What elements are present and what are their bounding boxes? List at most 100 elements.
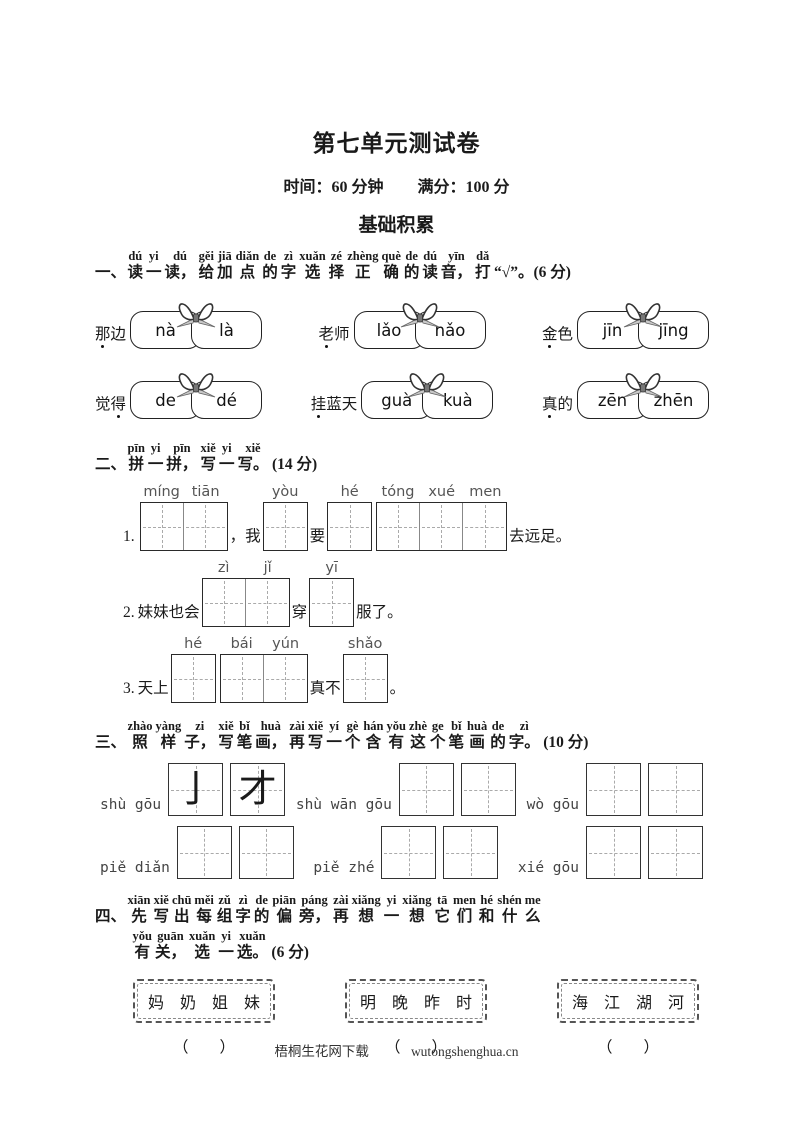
pinyin-text: zhào xyxy=(127,719,153,733)
stroke-grid-cell xyxy=(586,826,641,879)
q4-chars: 妈 奶 姐 妹 xyxy=(137,983,272,1019)
hanzi-text: 先 xyxy=(131,908,147,925)
stroke-grid-cell xyxy=(443,826,499,879)
sentence-text: 。 xyxy=(389,680,406,697)
hanzi-text: 写。 xyxy=(237,456,269,473)
hanzi-text: 组 xyxy=(216,908,233,925)
hanzi-text: 笔 xyxy=(236,734,253,751)
butterfly-icon xyxy=(620,367,666,401)
choice-right-pinyin: dé xyxy=(216,390,237,410)
stroke-grid-cell xyxy=(460,763,516,816)
grid-cell xyxy=(141,503,184,550)
hanzi-text: 点 xyxy=(239,264,256,281)
hanzi-text: 偏 xyxy=(276,908,292,925)
sentence-number: 1. xyxy=(123,528,135,545)
pinyin-text: xiě xyxy=(307,719,324,733)
word-char: 觉 xyxy=(95,396,111,413)
pinyin-text: gè xyxy=(346,719,359,733)
pinyin-text: yīn xyxy=(448,249,465,263)
q4-answer-blank: （ ） xyxy=(596,1039,659,1056)
pinyin-text: zi xyxy=(195,719,205,733)
hanzi-text: 个 xyxy=(430,734,446,751)
word-char: 那 xyxy=(95,326,111,343)
grid-cell xyxy=(420,503,464,550)
choice-left-pinyin: jīn xyxy=(602,320,623,340)
sentence-number: 3. xyxy=(123,680,135,697)
choice-left-pinyin: nà xyxy=(155,320,176,340)
choice-right-pinyin: zhēn xyxy=(653,390,694,410)
pinyin-text: zé xyxy=(330,249,342,263)
grid-cell xyxy=(172,655,215,702)
hanzi-text: 照 xyxy=(132,734,148,751)
q4-group: 明 晚 昨 时（ ） xyxy=(344,979,487,1057)
grid-pinyin: yún xyxy=(272,636,300,652)
grid-pinyin: yī xyxy=(325,560,338,576)
hanzi-text: 的 xyxy=(262,264,278,281)
butterfly-icon xyxy=(620,297,666,331)
grid-cell xyxy=(463,503,506,550)
stroke-grid-cell xyxy=(238,826,294,879)
q4-char-box: 明 晚 昨 时 xyxy=(344,979,487,1023)
grid-pinyin: men xyxy=(469,484,502,500)
stroke-name-label: shù wān gōu xyxy=(295,797,392,813)
hanzi-text: 拼 xyxy=(128,456,144,473)
pinyin-text: de xyxy=(405,249,418,263)
pinyin-text: ge xyxy=(431,719,444,733)
pinyin-text: yi xyxy=(148,249,159,263)
pinyin-text: xiě xyxy=(218,719,234,733)
hanzi-text: 和 xyxy=(478,908,495,925)
sentence-text: 天上 xyxy=(137,680,169,697)
pinyin-text: chū xyxy=(171,893,192,907)
hanzi-text: 每 xyxy=(196,908,212,925)
q4-group: 海 江 湖 河（ ） xyxy=(556,979,699,1057)
pinyin-text: guān xyxy=(157,929,184,943)
hanzi-text: 打 xyxy=(474,264,491,281)
pinyin-text: què xyxy=(381,249,401,263)
hanzi-text: 择 xyxy=(328,264,345,281)
pinyin-text: de xyxy=(263,249,277,263)
pinyin-text: de xyxy=(255,893,268,907)
choice-left: jīn xyxy=(577,311,648,349)
pinyin-text: men xyxy=(452,893,476,907)
pinyin-text: bǐ xyxy=(239,719,250,733)
hanzi-text: 再 xyxy=(289,734,305,751)
grid-pinyin: bái xyxy=(230,636,253,652)
pinyin-text: me xyxy=(524,893,541,907)
grid-pinyin: hé xyxy=(340,484,359,500)
pinyin-text: zì xyxy=(519,719,529,733)
hanzi-text: 的 xyxy=(403,264,420,281)
grid-cells xyxy=(139,502,228,551)
q3-stroke-group: piě zhé xyxy=(313,826,499,879)
pinyin-text: xiān xyxy=(127,893,151,907)
hanzi-text: 读 xyxy=(127,264,144,281)
